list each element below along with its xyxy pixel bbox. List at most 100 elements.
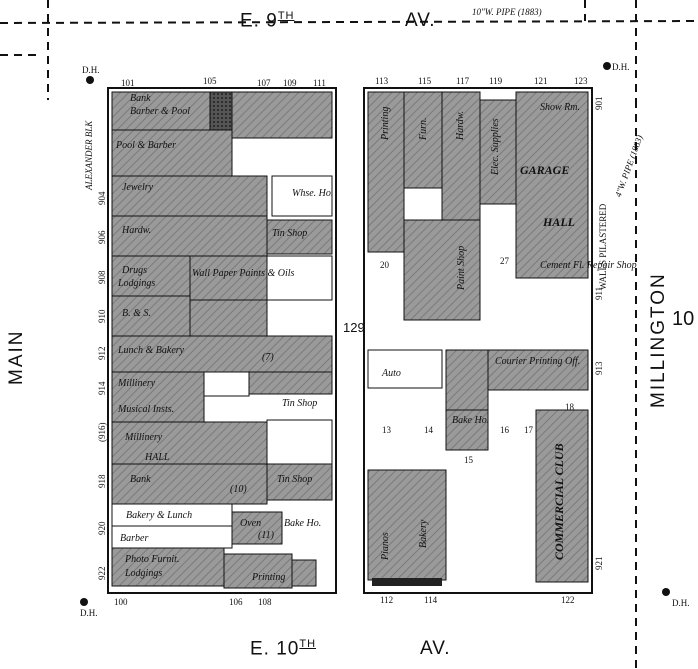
building-label: Show Rm.	[540, 102, 580, 113]
building-label: GARAGE	[520, 163, 570, 177]
lot-number: 121	[534, 76, 548, 86]
address-number: 918	[97, 474, 107, 489]
south-street-label: E. 10TH	[250, 638, 317, 660]
hydrant-icon	[80, 598, 88, 606]
address-number: 921	[594, 556, 604, 571]
address-number: 908	[97, 270, 107, 285]
building-label: Printing	[252, 572, 286, 583]
address-number: 901	[594, 96, 604, 111]
hydrant-label-nw: D.H.	[82, 65, 100, 75]
wall-note: WALLS PILASTERED	[598, 203, 608, 290]
building-label: Photo Furnit.	[125, 554, 180, 565]
address-number: 914	[97, 381, 107, 396]
building-label: Millinery	[118, 378, 156, 389]
building-label: Cement Fl. Repair Shop	[540, 260, 637, 271]
building-label: Bakery & Lunch	[126, 510, 193, 521]
building-label: Millinery	[125, 432, 163, 443]
building-label: Pool & Barber	[116, 140, 176, 151]
building-label: Auto	[382, 368, 401, 379]
lot-number: 112	[380, 595, 394, 605]
lot-number: 16	[500, 425, 509, 435]
lot-number: 17	[524, 425, 533, 435]
lot-number: 105	[203, 76, 217, 86]
map-page-marker: 129	[343, 320, 365, 335]
building-label: Elec. Supplies	[490, 118, 501, 175]
building-label: Bake Ho.	[284, 518, 322, 529]
south-street-type: AV.	[420, 638, 451, 659]
building-label: Jewelry	[122, 182, 154, 193]
hydrant-label-ne: D.H.	[612, 62, 630, 72]
unit-number: (7)	[262, 352, 274, 363]
address-number: (916)	[97, 422, 107, 443]
unit-number: (10)	[230, 484, 247, 495]
building-label: Bank	[130, 93, 151, 104]
lot-number: 108	[258, 597, 272, 607]
address-number: 922	[97, 566, 107, 581]
lot-number: 15	[464, 455, 473, 465]
lot-number: 107	[257, 78, 271, 88]
building-label: HALL	[543, 215, 575, 229]
lot-number: 100	[114, 597, 128, 607]
building-label: Bakery	[418, 519, 429, 548]
lot-number: 111	[313, 78, 326, 88]
building-label: Musical Insts.	[118, 404, 175, 415]
west-block	[107, 87, 337, 594]
building-label: Lodgings	[125, 568, 163, 579]
unit-number: (11)	[258, 530, 274, 541]
lot-number: 119	[489, 76, 503, 86]
lot-number: 27	[500, 256, 509, 266]
corner-block-name: ALEXANDER BLK	[84, 120, 94, 190]
building-label: Bank	[130, 474, 151, 485]
address-number: 912	[97, 346, 107, 361]
building-label: Tin Shop	[282, 398, 318, 409]
lot-number: 20	[380, 260, 389, 270]
east-street-label: MILLINGTON	[648, 272, 669, 408]
north-street-type: AV.	[405, 10, 436, 31]
lot-number: 18	[565, 402, 574, 412]
hydrant-icon	[86, 76, 94, 84]
building-label: Furn.	[418, 117, 429, 141]
hydrants	[80, 62, 670, 606]
building-label: Wall Paper Paints & Oils	[192, 268, 295, 279]
north-pipe-label: 10"W. PIPE (1883)	[472, 7, 542, 17]
lot-number: 109	[283, 78, 297, 88]
building-label: B. & S.	[122, 308, 151, 319]
hydrant-label-se: D.H.	[672, 598, 690, 608]
east-block	[363, 87, 593, 594]
building-label: Tin Shop	[272, 228, 308, 239]
building-label: Barber	[120, 533, 149, 544]
building-label: Hardw.	[455, 110, 466, 140]
address-number: 906	[97, 230, 107, 245]
building-label: HALL	[145, 452, 170, 463]
building-label: Courier Printing Off.	[495, 356, 581, 367]
building-label: Bake Ho.	[452, 415, 490, 426]
building-label: Lodgings	[118, 278, 156, 289]
lot-number: 14	[424, 425, 433, 435]
building-label: Whse. Ho.	[292, 188, 334, 199]
address-number: 904	[97, 191, 107, 206]
block-number: 10	[672, 308, 695, 330]
building-label: Tin Shop	[277, 474, 313, 485]
address-number: 920	[97, 521, 107, 536]
lot-number: 117	[456, 76, 470, 86]
lot-number: 101	[121, 78, 135, 88]
lot-number: 114	[424, 595, 438, 605]
building-label: Oven	[240, 518, 262, 529]
building-label: Lunch & Bakery	[118, 345, 185, 356]
lot-number: 13	[382, 425, 391, 435]
building-label: Hardw.	[122, 225, 152, 236]
lot-number: 115	[418, 76, 432, 86]
building-label: Printing	[380, 106, 391, 140]
address-number: 910	[97, 309, 107, 324]
lot-number: 106	[229, 597, 243, 607]
lot-number: 123	[574, 76, 588, 86]
west-street-label: MAIN	[6, 329, 27, 386]
north-street-label: E. 9TH	[240, 10, 295, 32]
building-label: Paint Shop	[456, 245, 467, 290]
building-label: COMMERCIAL CLUB	[552, 443, 566, 560]
building-label: Barber & Pool	[130, 106, 190, 117]
lot-number: 122	[561, 595, 575, 605]
lot-number: 113	[375, 76, 389, 86]
